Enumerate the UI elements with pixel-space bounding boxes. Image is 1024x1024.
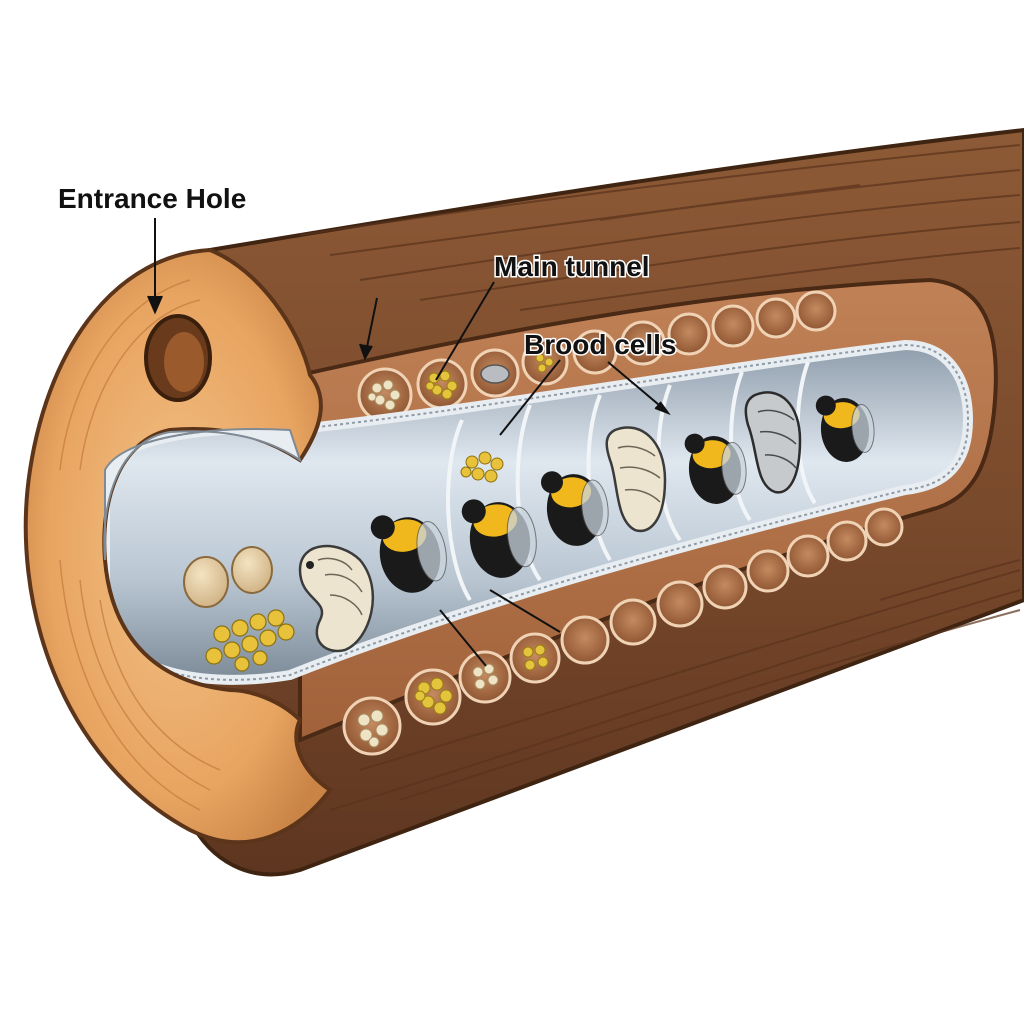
entrance-hole-label: Entrance Hole	[58, 183, 246, 214]
cell	[786, 534, 830, 578]
end-grain	[23, 247, 333, 845]
larva-icon	[298, 544, 375, 653]
cell	[560, 615, 610, 665]
pollen-ball-icon	[425, 370, 458, 400]
cell	[702, 564, 748, 610]
brood-leader-line-1	[499, 359, 561, 436]
cell	[572, 329, 618, 375]
cell	[795, 290, 837, 332]
larva-icon	[605, 426, 667, 533]
bottom-leader-line-2	[489, 589, 561, 633]
cell	[864, 507, 904, 547]
bee-icon	[461, 499, 537, 578]
cell	[509, 632, 561, 684]
entrance-arrowhead	[147, 295, 163, 315]
pollen-ball-icon	[460, 451, 504, 483]
log-end-face	[23, 247, 333, 845]
cell	[656, 580, 704, 628]
cutaway-section	[100, 277, 998, 756]
main-tunnel-leader-line	[435, 281, 495, 381]
cell	[667, 312, 711, 356]
pollen-ball-icon	[535, 353, 554, 373]
bee-icon	[684, 433, 747, 504]
cell	[620, 320, 666, 366]
unlabeled-arrow	[365, 297, 378, 353]
brood-arrowhead	[654, 401, 671, 416]
pollen-ball-icon	[205, 609, 295, 672]
cell	[342, 696, 402, 756]
unlabeled-arrowhead	[359, 343, 373, 361]
bee-icon	[540, 471, 609, 546]
upper-cell-row	[357, 290, 837, 423]
egg-icon	[231, 546, 273, 594]
tunnel-rim-lining	[103, 428, 302, 561]
bee-icon	[370, 515, 447, 593]
bark-texture	[299, 144, 1021, 811]
callouts	[147, 218, 671, 667]
cell	[609, 598, 657, 646]
cell	[711, 304, 755, 348]
cell	[826, 520, 868, 562]
cell	[458, 650, 512, 704]
pollen-ball-icon	[522, 644, 549, 671]
cell	[416, 358, 468, 410]
labels: Entrance Hole Main tunnel Brood cells	[57, 182, 678, 362]
pollen-ball-icon	[472, 663, 499, 690]
growth-rings	[59, 279, 221, 811]
bottom-leader-line-1	[439, 609, 487, 667]
entrance-hole-icon	[144, 314, 212, 402]
main-tunnel-label: Main tunnel	[494, 251, 650, 282]
lower-cell-row	[342, 507, 904, 756]
tunnel-contents	[183, 391, 875, 672]
brood-leader-line-2	[607, 361, 666, 411]
pupa-icon	[480, 364, 510, 384]
cell	[746, 549, 790, 593]
brood-cells-label: Brood cells	[524, 329, 676, 360]
cell	[755, 297, 797, 339]
pollen-ball-icon	[357, 709, 389, 748]
egg-icon	[183, 556, 229, 608]
pupa-icon	[744, 391, 802, 494]
tunnel-lining	[104, 343, 970, 681]
bee-icon	[815, 395, 875, 462]
pollen-ball-icon	[414, 677, 453, 715]
pollen-ball-icon	[367, 379, 401, 411]
